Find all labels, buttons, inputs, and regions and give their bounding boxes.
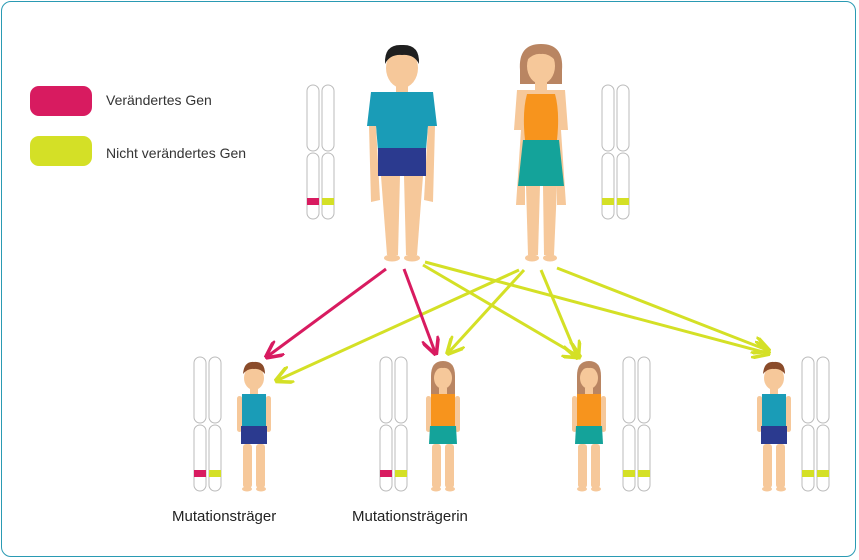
child2-chromosomes (379, 356, 408, 492)
legend-swatch-mutated (30, 86, 92, 116)
arrow-father-child1 (268, 267, 387, 356)
child2-girl-figure (426, 361, 460, 492)
father-figure (367, 44, 437, 262)
inheritance-arrows (268, 260, 767, 380)
caption-mutation-carrier-female: Mutationsträgerin (352, 508, 468, 525)
mother-figure (514, 44, 568, 262)
father-chromosomes (306, 84, 335, 220)
arrow-mother-child1 (278, 268, 520, 380)
caption-mutation-carrier-male: Mutationsträger (172, 508, 277, 525)
child4-chromosomes (801, 356, 830, 492)
arrow-father-child2 (402, 268, 435, 352)
mother-chromosomes (601, 84, 630, 220)
legend-label-mutated: Verändertes Gen (106, 92, 212, 108)
child1-boy-figure (237, 361, 271, 492)
legend-label-normal: Nicht verändertes Gen (106, 145, 247, 161)
arrow-mother-child2 (449, 268, 526, 352)
arrow-mother-child3 (539, 269, 577, 356)
child3-girl-figure (572, 361, 606, 492)
arrow-mother-child4 (556, 266, 767, 350)
child1-chromosomes (193, 356, 222, 492)
legend-swatch-normal (30, 136, 92, 166)
arrow-father-child3 (422, 263, 578, 356)
child3-chromosomes (622, 356, 651, 492)
child4-boy-figure (757, 361, 791, 492)
arrow-father-child4 (424, 260, 767, 353)
